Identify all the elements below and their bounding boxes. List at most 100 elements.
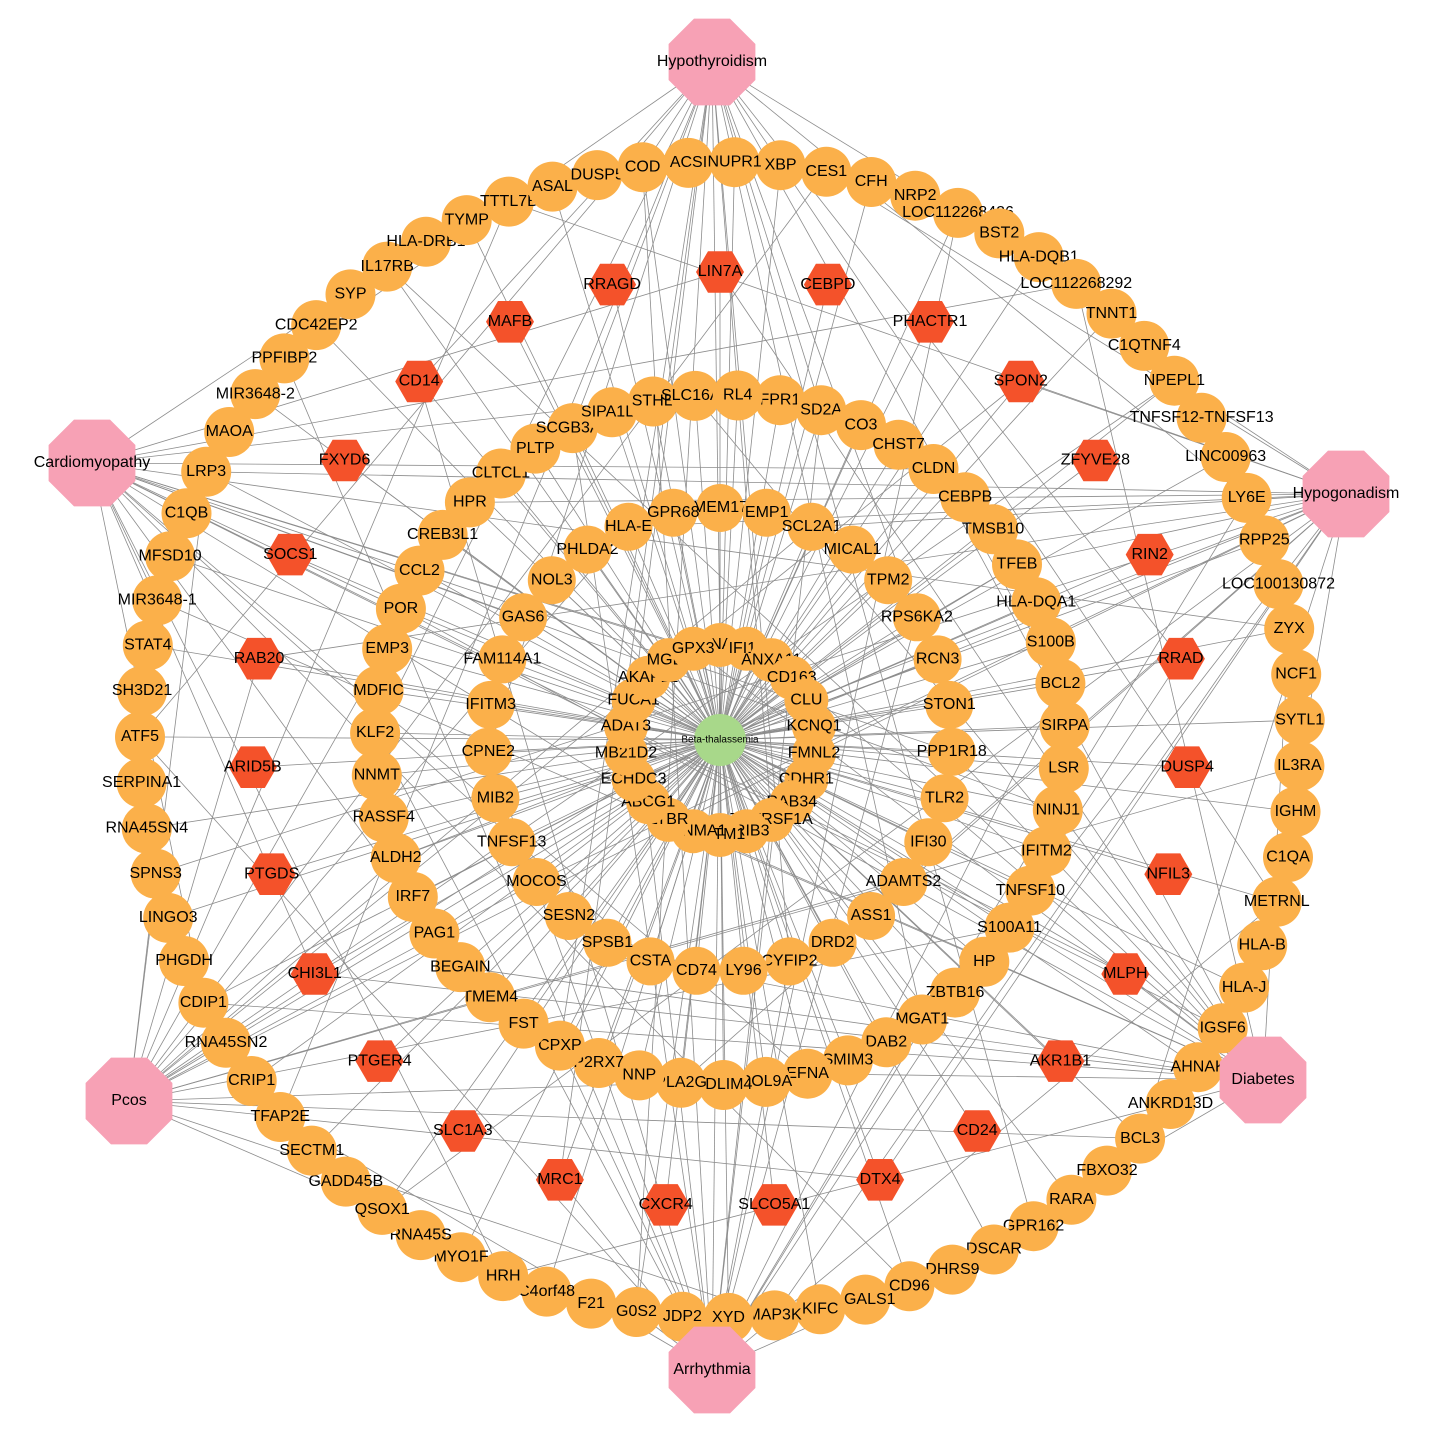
node-circle [904,818,953,867]
edge-disease-0-tfap2e [279,61,713,1118]
edge-disease-4-spon2 [128,381,1022,1102]
edge-center-ass1 [719,739,872,917]
node-c1qtnf4: C1QTNF4 [1108,320,1181,371]
node-layer: AHNAK2IFI16ANXA11CD163CLUKCNQ1FMNL2CDHR1… [102,137,1335,1343]
edge-center-lsr [719,739,1064,769]
node-rassf4: RASSF4 [353,792,415,843]
node-nfil3: NFIL3 [1144,853,1193,895]
edge-center-mdfic [378,690,721,741]
node-asal: ASAL [527,161,578,212]
node-circle [1008,1201,1059,1252]
edge-disease-0-scgb3a1 [572,61,713,429]
edge-center-zbtb16 [719,739,956,993]
node-circle [350,707,401,758]
node-circle [672,946,721,995]
edge-center-mgat1 [719,739,923,1020]
node-label: METRNL [1244,893,1310,910]
node-rrad: RRAD [1156,637,1205,680]
node-circle [121,803,172,854]
node-circle [1046,1174,1097,1225]
node-circle [387,871,438,922]
node-sesn2: SESN2 [543,892,595,940]
node-label: CD24 [957,1122,998,1139]
node-label: CDIP1 [180,994,227,1011]
node-circle [1263,832,1313,883]
node-label: HLA-E [605,518,652,535]
node-circle [992,539,1042,590]
node-label: SMIM3 [823,1052,874,1069]
node-sd2a: SD2A [796,385,847,436]
node-label: C1QA [1266,848,1310,865]
node-slc16a3: SLC16A3 [661,370,730,421]
node-circle [573,1038,624,1088]
node-circle [1253,559,1304,610]
edge-disease-4-ces1 [128,171,827,1102]
node-label: MAP3K [747,1307,802,1324]
node-socs1: SOCS1 [263,533,318,576]
edge-disease-1-hpr [469,493,1347,503]
node-circle [1039,700,1090,751]
node-cyfip2: CYFIP2 [761,937,818,986]
edge-disease-0-ly6e [711,61,1247,499]
edge-center-scgb3a1 [572,427,721,741]
node-pdlim4: PDLIM4 [695,1060,753,1110]
disease-label: Cardiomyopathy [34,454,151,471]
node-circle [1038,743,1089,794]
node-circle [1176,392,1227,443]
node-label: PPP1R18 [917,743,987,760]
node-nol3: NOL3 [527,556,576,605]
node-label: MRC1 [537,1171,582,1188]
edge-center-nnp [638,739,721,1076]
node-label: NNMT [354,767,400,784]
node-label: TFAP2E [251,1108,311,1125]
node-circle [159,936,210,986]
disease-octagon [668,1326,756,1414]
node-circle [471,774,520,823]
node-circle [604,502,653,551]
node-mafb: MAFB [486,301,534,343]
node-hexagon [438,1110,487,1152]
node-label: SLC16A3 [661,387,730,404]
node-bcl3: BCL3 [1115,1113,1166,1164]
edge-disease-3-rps6ka2 [711,617,918,1371]
edge-center-ifitm2 [719,739,1047,852]
node-csta: CSTA [626,937,675,986]
edge-disease-4-rab20 [128,658,260,1102]
node-mgat1: MGAT1 [895,994,949,1045]
node-circle [649,488,698,537]
node-label: NFIL3 [1147,865,1191,882]
node-label: RASSF4 [353,809,415,826]
node-circle [1005,865,1056,916]
node-circle [796,385,847,436]
node-label: NCF1 [1275,666,1317,683]
edge-disease-3-atf5 [139,736,713,1371]
node-hexagon [906,301,954,343]
node-label: POR [384,600,419,617]
node-label: ZYX [1274,620,1305,637]
node-circle [1274,695,1325,746]
node-label: ASAL [532,178,573,195]
node-label: HLA-DRB1 [386,233,465,250]
edge-center-fst [523,739,721,1024]
edge-disease-4-dtx4 [128,1100,881,1181]
node-circle [828,525,877,574]
node-circle [670,370,721,421]
node-cd96: CD96 [884,1261,935,1312]
node-label: LY6E [1228,489,1266,506]
edge-center-tlr2 [719,739,945,799]
node-label: BST2 [979,225,1019,242]
node-metrnl: METRNL [1244,876,1310,927]
node-label: LIN7A [698,263,743,280]
node-acsi: ACSI [663,137,714,188]
edge-center-emp1 [719,512,768,741]
node-tmsb10: TMSB10 [962,504,1024,555]
node-circle [122,620,173,671]
node-label: LGALS1 [835,1291,896,1308]
node-circle [409,908,460,959]
node-label: CPNE2 [462,743,515,760]
node-circle [1082,1145,1132,1196]
node-dhrs9: DHRS9 [925,1244,980,1295]
node-circle [320,1156,371,1207]
node-cd14: CD14 [395,360,444,403]
node-hla-dqa1: HLA-DQA1 [996,577,1076,628]
